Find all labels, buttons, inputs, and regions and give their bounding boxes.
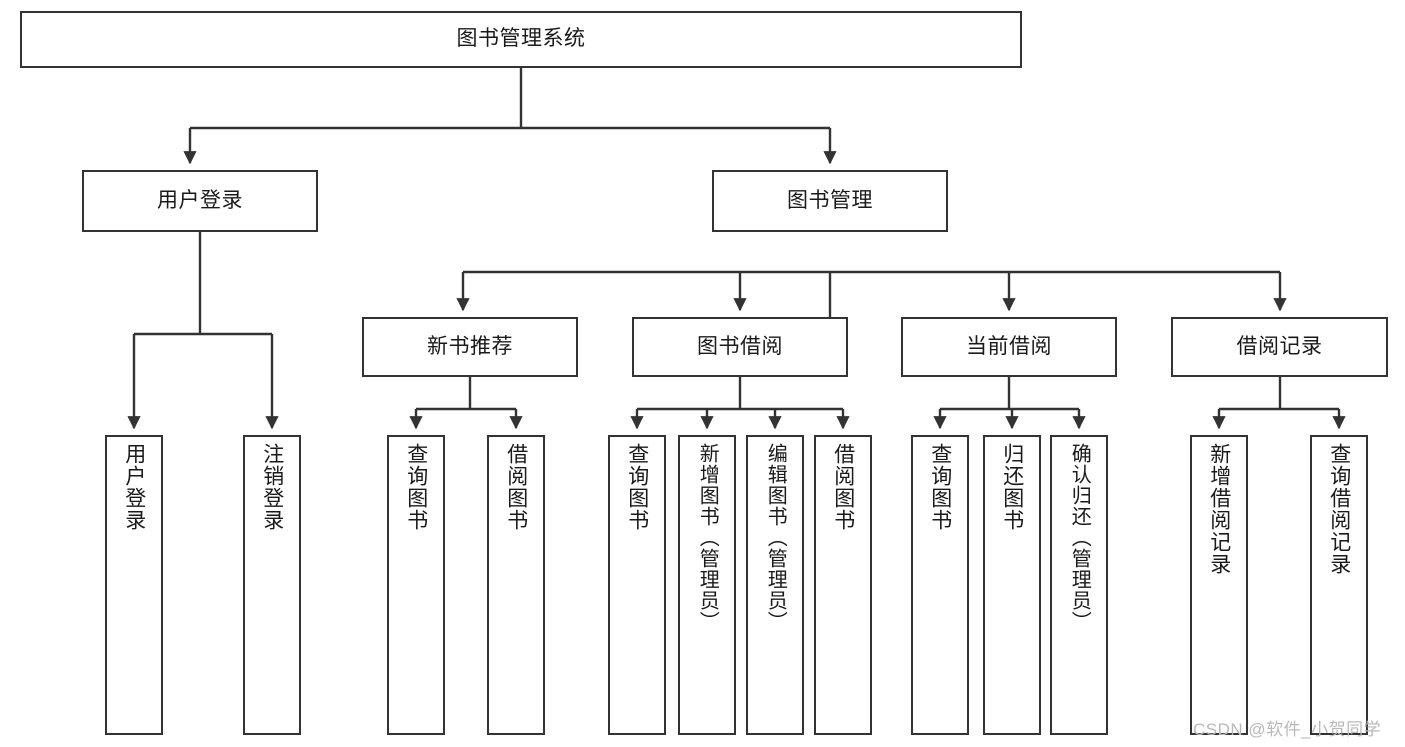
node-leaf-query-book-3-label: 查询图书 (928, 443, 952, 531)
node-user-login[interactable]: 用户登录 (82, 170, 318, 232)
node-leaf-add-book-label: 新增图书（管理员） (696, 443, 719, 632)
node-root-label: 图书管理系统 (456, 27, 586, 51)
node-leaf-add-record-label: 新增借阅记录 (1207, 443, 1231, 575)
node-book-manage-label: 图书管理 (787, 188, 873, 212)
node-leaf-borrow-book-2-label: 借阅图书 (831, 443, 855, 531)
node-leaf-query-record[interactable]: 查询借阅记录 (1310, 435, 1368, 735)
csdn-watermark: CSDN @软件_小贺同学 (1193, 720, 1382, 739)
node-leaf-confirm-return-label: 确认归还（管理员） (1068, 443, 1091, 632)
node-leaf-query-book-1[interactable]: 查询图书 (387, 435, 445, 735)
node-current-borrow[interactable]: 当前借阅 (901, 317, 1117, 377)
node-leaf-add-record[interactable]: 新增借阅记录 (1190, 435, 1248, 735)
node-leaf-query-book-2[interactable]: 查询图书 (608, 435, 666, 735)
node-new-book-recommend[interactable]: 新书推荐 (362, 317, 578, 377)
node-leaf-query-book-2-label: 查询图书 (625, 443, 649, 531)
node-leaf-edit-book-label: 编辑图书（管理员） (764, 443, 787, 632)
node-leaf-borrow-book-1[interactable]: 借阅图书 (487, 435, 545, 735)
node-root[interactable]: 图书管理系统 (20, 11, 1022, 68)
node-leaf-return-book[interactable]: 归还图书 (983, 435, 1041, 735)
node-leaf-query-book-3[interactable]: 查询图书 (911, 435, 969, 735)
node-borrow-record-label: 借阅记录 (1236, 334, 1323, 358)
node-leaf-borrow-book-2[interactable]: 借阅图书 (814, 435, 872, 735)
node-leaf-user-logout-label: 注销登录 (260, 443, 284, 531)
node-leaf-add-book[interactable]: 新增图书（管理员） (678, 435, 736, 735)
node-leaf-query-record-label: 查询借阅记录 (1327, 443, 1351, 575)
node-leaf-return-book-label: 归还图书 (1000, 443, 1024, 531)
node-leaf-query-book-1-label: 查询图书 (404, 443, 428, 531)
node-leaf-user-login[interactable]: 用户登录 (105, 435, 163, 735)
node-borrow-record[interactable]: 借阅记录 (1171, 317, 1388, 377)
node-user-login-label: 用户登录 (157, 188, 243, 212)
node-book-borrow[interactable]: 图书借阅 (632, 317, 848, 377)
node-leaf-borrow-book-1-label: 借阅图书 (504, 443, 528, 531)
node-book-borrow-label: 图书借阅 (697, 334, 783, 358)
node-book-manage[interactable]: 图书管理 (712, 170, 948, 232)
node-current-borrow-label: 当前借阅 (966, 334, 1052, 358)
node-leaf-confirm-return[interactable]: 确认归还（管理员） (1050, 435, 1108, 735)
node-leaf-user-logout[interactable]: 注销登录 (243, 435, 301, 735)
node-new-book-recommend-label: 新书推荐 (427, 334, 513, 358)
node-leaf-edit-book[interactable]: 编辑图书（管理员） (746, 435, 804, 735)
node-leaf-user-login-label: 用户登录 (122, 443, 146, 531)
